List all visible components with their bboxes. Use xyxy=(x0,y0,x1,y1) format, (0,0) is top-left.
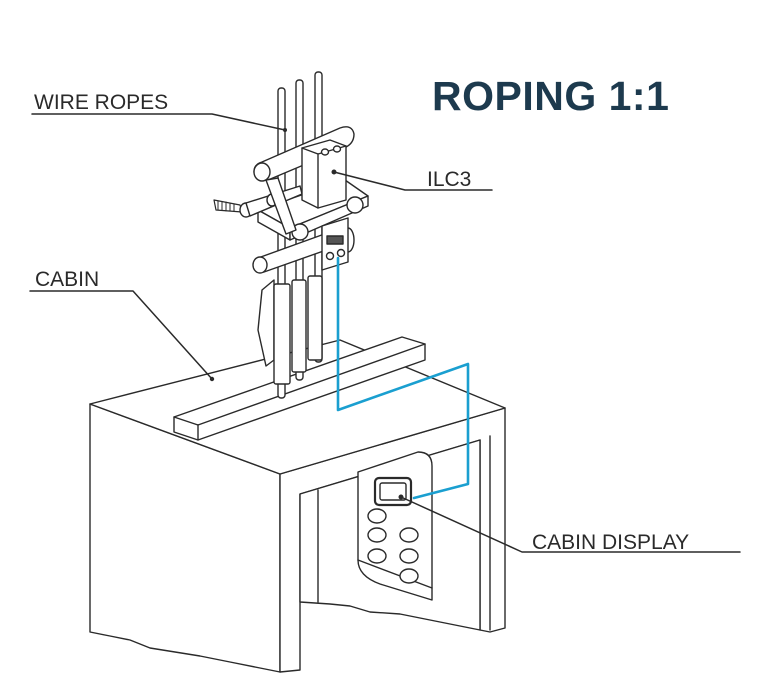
leader-cabin-display xyxy=(400,496,741,553)
label-cabin-display: CABIN DISPLAY xyxy=(532,531,690,554)
panel-button xyxy=(367,548,387,564)
cabin-panel xyxy=(357,451,433,601)
diagram-title: ROPING 1:1 xyxy=(432,73,670,119)
panel-button xyxy=(399,548,419,564)
panel-body xyxy=(357,451,433,601)
panel-button xyxy=(399,527,419,543)
leader-cabin xyxy=(29,290,213,380)
ilc3-box xyxy=(301,139,347,209)
panel-button xyxy=(367,508,387,524)
panel-button xyxy=(367,527,387,543)
leader-wire-ropes xyxy=(31,113,286,131)
signal-cable xyxy=(336,256,470,500)
label-ilc3: ILC3 xyxy=(427,168,472,191)
label-cabin: CABIN xyxy=(35,268,100,291)
panel-button xyxy=(399,568,419,584)
cabin-roof xyxy=(89,339,506,475)
cabin xyxy=(89,336,506,673)
label-wire-ropes: WIRE ROPES xyxy=(34,91,169,114)
ilc3-sensor xyxy=(301,139,349,271)
leader-ilc3 xyxy=(333,171,493,191)
leader-lines xyxy=(29,113,741,553)
